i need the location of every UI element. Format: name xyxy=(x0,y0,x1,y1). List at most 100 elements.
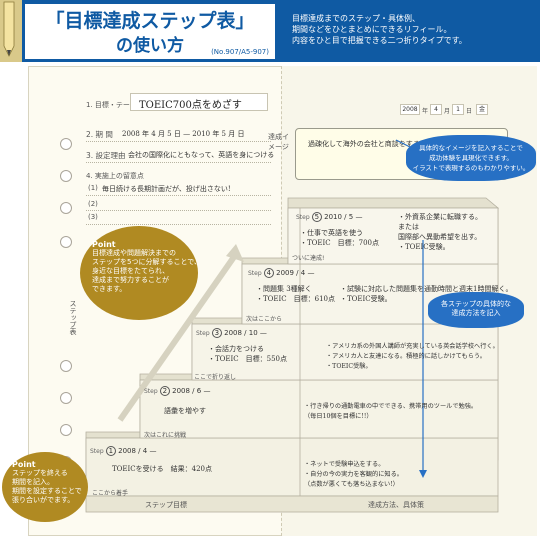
point-line: 期間を記入。 xyxy=(12,478,54,486)
step-1-action[interactable]: ・ネットで受験申込をする。 ・自分の今の実力を客観的に知る。 （点数が悪くても落… xyxy=(304,461,403,488)
goal-value: TOEIC700点をめざす xyxy=(139,100,242,111)
step-date[interactable]: 2010 / 5 — xyxy=(324,213,363,221)
side-label: ステップ表 xyxy=(69,300,77,335)
header-banner: 「目標達成ステップ表」 の使い方 (No.907/A5-907) 目標達成までの… xyxy=(0,0,540,62)
step-prefix: Step xyxy=(248,270,262,277)
step-prefix: Step xyxy=(196,330,210,337)
pencil-icon xyxy=(0,0,22,62)
step-1-note: ここから着手 xyxy=(92,490,129,497)
step-3-content[interactable]: ・会話力をつける ・TOEIC 目標：550点 xyxy=(208,345,287,363)
point-line: 達成まで努力することが xyxy=(92,276,169,284)
step-date[interactable]: 2008 / 4 — xyxy=(118,447,157,455)
note-number: (2) xyxy=(88,200,98,208)
step-2-action[interactable]: ・行き帰りの通勤電車の中でできる、携帯用のツールで勉強。 （毎日10個を目標に!… xyxy=(304,403,478,420)
step-4-content[interactable]: ・問題集 3種解く ・TOEIC 目標：610点 xyxy=(256,285,335,303)
step-5-header: Step 5 2010 / 5 — xyxy=(296,212,362,222)
reason-value[interactable]: 会社の国際化にともなって、英語を身につける xyxy=(128,151,275,159)
binder-hole xyxy=(60,236,72,248)
page-title: 「目標達成ステップ表」 xyxy=(45,10,255,32)
period-value[interactable]: 2008 年 4 月 5 日 — 2010 年 5 月 日 xyxy=(122,130,245,138)
rule-line xyxy=(86,224,271,225)
blue-line: 具体的なイメージを記入することで xyxy=(419,144,523,152)
binder-hole xyxy=(60,170,72,182)
step-date[interactable]: 2008 / 10 — xyxy=(224,329,267,337)
step-number: 4 xyxy=(263,268,274,278)
product-code: (No.907/A5-907) xyxy=(211,48,269,56)
date-year-unit: 年 xyxy=(422,108,429,115)
step-5-content[interactable]: ・仕事で英語を使う ・TOEIC 目標：700点 xyxy=(300,229,379,247)
blue-line: 各ステップの具体的な xyxy=(441,300,511,308)
step-1-content[interactable]: TOEICを受ける 結果：420点 xyxy=(112,465,212,473)
point-line: できます。 xyxy=(92,285,127,293)
note-number: (1) xyxy=(88,184,98,192)
point-callout-1: Point 目標達成や問題解決までの ステップを5つに分解することで、 身近な目… xyxy=(80,226,201,320)
step-5-note: ついに達成! xyxy=(292,255,325,262)
binder-hole xyxy=(60,360,72,372)
step-number: 2 xyxy=(159,386,170,396)
point-title: Point xyxy=(92,240,116,249)
date-day[interactable]: 1 xyxy=(452,104,464,115)
step-number: 3 xyxy=(211,328,222,338)
step-1-header: Step 1 2008 / 4 — xyxy=(90,446,156,456)
notes-label: 4. 実施上の留意点 xyxy=(86,172,144,180)
step-3-note: ここで折り返し xyxy=(194,374,237,381)
header-desc-line: 内容をひと目で把握できる二つ折りタイプです。 xyxy=(292,36,467,45)
step-2-header: Step 2 2008 / 6 — xyxy=(144,386,210,396)
step-3-action[interactable]: ・アメリカ系の外国人講師が充実している英会話学校へ行く。 ・アメリカ人と友達にな… xyxy=(326,343,499,370)
step-2-note: 次はこれに挑戦 xyxy=(144,432,187,439)
vision-label: 達成イメージ xyxy=(268,133,289,151)
step-prefix: Step xyxy=(144,388,158,395)
step-number: 1 xyxy=(105,446,116,456)
header-desc-line: 目標達成までのステップ・具体例、 xyxy=(292,14,420,23)
point-line: 目標達成や問題解決までの xyxy=(92,249,176,257)
point-line: ステップを終える xyxy=(12,469,68,477)
point-title: Point xyxy=(12,460,36,469)
blue-line: イラストで表現するのもわかりやすい。 xyxy=(412,164,530,172)
step-date[interactable]: 2009 / 4 — xyxy=(276,269,315,277)
blue-callout-1: 具体的なイメージを記入することで 成功体験を具現化できます。 イラストで表現する… xyxy=(406,135,536,181)
step-3-header: Step 3 2008 / 10 — xyxy=(196,328,267,338)
page-subtitle: の使い方 xyxy=(116,36,184,56)
blue-line: 達成方法を記入 xyxy=(451,309,501,317)
point-line: 期間を設定することで xyxy=(12,487,82,495)
period-label: 2. 期 間 xyxy=(86,130,113,139)
footer-col-method: 達成方法、具体策 xyxy=(368,501,424,509)
step-4-note: 次はここから xyxy=(246,316,283,323)
note-text[interactable]: 毎日続ける長期計画だが、投げ出さない! xyxy=(102,185,231,193)
step-prefix: Step xyxy=(296,214,310,221)
vision-value: 過疎化して海外の会社と商談をする!! xyxy=(308,140,426,148)
blue-callout-2: 各ステップの具体的な 達成方法を記入 xyxy=(428,292,524,328)
step-4-action[interactable]: ・試験に対応した問題集を通勤時間と週末1時間解く。 ・TOEIC受験。 xyxy=(340,285,513,303)
point-callout-2: Point ステップを終える 期間を記入。 期間を設定することで 張り合いがでま… xyxy=(2,452,88,522)
reason-label: 3. 設定理由 xyxy=(86,151,126,160)
date-month-unit: 月 xyxy=(444,108,451,115)
binder-hole xyxy=(60,424,72,436)
header-description: 目標達成までのステップ・具体例、 期間などをひとまとめにできるリフィール。 内容… xyxy=(292,13,537,46)
point-line: 張り合いがでます。 xyxy=(12,496,75,504)
date-year[interactable]: 2008 xyxy=(400,104,420,115)
title-box: 「目標達成ステップ表」 の使い方 (No.907/A5-907) xyxy=(25,4,275,59)
goal-field[interactable]: TOEIC700点をめざす xyxy=(130,93,268,111)
header-desc-line: 期間などをひとまとめにできるリフィール。 xyxy=(292,25,452,34)
rule-line xyxy=(86,141,271,142)
step-5-action[interactable]: ・外資系企業に転職する。 または 国際部へ異動希望を出す。 ・TOEIC受験。 xyxy=(398,213,482,251)
rule-line xyxy=(86,162,271,163)
step-2-content[interactable]: 語彙を増やす xyxy=(164,407,206,415)
step-prefix: Step xyxy=(90,448,104,455)
step-4-header: Step 4 2009 / 4 — xyxy=(248,268,314,278)
rule-line xyxy=(86,195,271,196)
date-weekday[interactable]: 金 xyxy=(476,104,488,115)
blue-line: 成功体験を具現化できます。 xyxy=(429,154,513,162)
step-date[interactable]: 2008 / 6 — xyxy=(172,387,211,395)
footer-col-step-goal: ステップ目標 xyxy=(145,501,187,509)
date-month[interactable]: 4 xyxy=(430,104,442,115)
goal-label: 1. 目標・テーマ xyxy=(86,101,137,109)
binder-hole xyxy=(60,202,72,214)
point-line: ステップを5つに分解することで、 xyxy=(92,258,201,266)
rule-line xyxy=(86,210,271,211)
step-number: 5 xyxy=(311,212,322,222)
binder-hole xyxy=(60,392,72,404)
point-line: 身近な目標をたてられ、 xyxy=(92,267,170,275)
binder-hole xyxy=(60,138,72,150)
